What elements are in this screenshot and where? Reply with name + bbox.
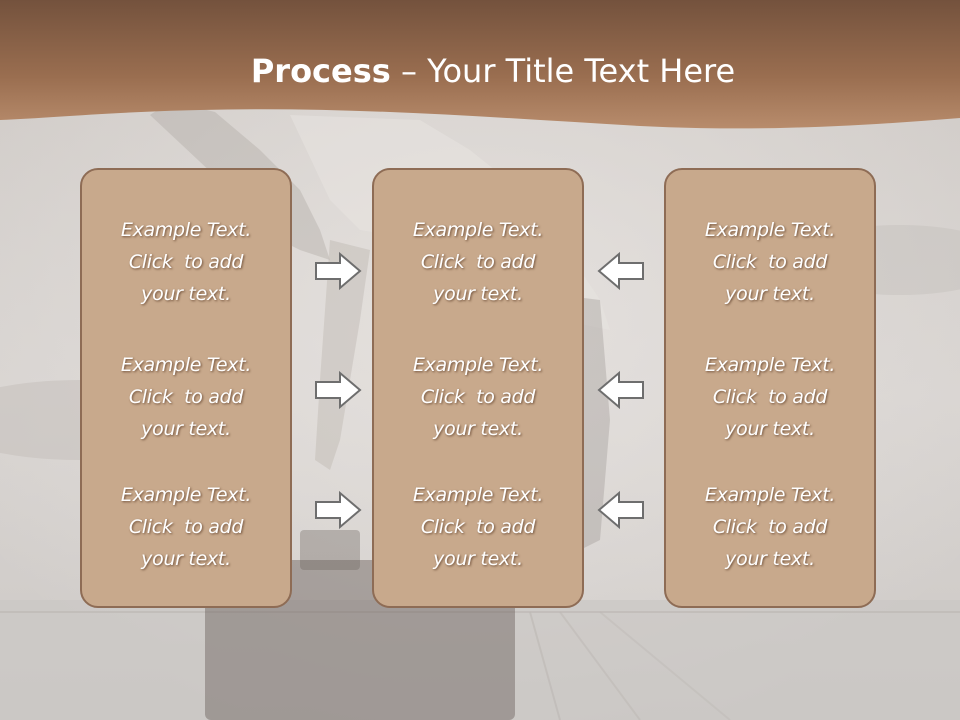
text-line: Example Text. [704,219,836,241]
text-line: your text. [141,548,231,570]
text-line: your text. [725,283,815,305]
text-line: Example Text. [120,484,252,506]
text-line: Click to add [420,386,536,408]
arrow-left-icon[interactable] [596,370,646,410]
header-band [0,0,960,129]
box-text-block[interactable]: Example Text. Click to add your text. [666,214,874,310]
text-line: Example Text. [412,484,544,506]
arrow-right-icon[interactable] [313,251,363,291]
process-box-left[interactable]: Example Text. Click to add your text. Ex… [80,168,292,608]
text-line: Example Text. [704,354,836,376]
box-text-block[interactable]: Example Text. Click to add your text. [666,349,874,445]
arrow-left-icon[interactable] [596,490,646,530]
text-line: Click to add [128,251,244,273]
box-text-block[interactable]: Example Text. Click to add your text. [374,214,582,310]
text-line: Example Text. [412,219,544,241]
text-line: Example Text. [120,354,252,376]
title-bold: Process [250,52,391,90]
text-line: Example Text. [704,484,836,506]
text-line: Click to add [128,386,244,408]
text-line: your text. [433,418,523,440]
box-text-block[interactable]: Example Text. Click to add your text. [374,479,582,575]
text-line: Click to add [128,516,244,538]
text-line: Click to add [712,516,828,538]
process-box-center[interactable]: Example Text. Click to add your text. Ex… [372,168,584,608]
box-text-block[interactable]: Example Text. Click to add your text. [374,349,582,445]
text-line: Example Text. [412,354,544,376]
box-text-block[interactable]: Example Text. Click to add your text. [82,214,290,310]
text-line: Example Text. [120,219,252,241]
arrow-right-icon[interactable] [313,370,363,410]
box-text-block[interactable]: Example Text. Click to add your text. [82,479,290,575]
text-line: Click to add [420,251,536,273]
title-rest: – Your Title Text Here [390,52,736,90]
text-line: your text. [725,548,815,570]
text-line: your text. [725,418,815,440]
arrow-right-icon[interactable] [313,490,363,530]
text-line: your text. [141,418,231,440]
slide-title[interactable]: Process – Your Title Text Here [0,52,960,90]
process-box-right[interactable]: Example Text. Click to add your text. Ex… [664,168,876,608]
text-line: your text. [433,283,523,305]
text-line: your text. [433,548,523,570]
box-text-block[interactable]: Example Text. Click to add your text. [82,349,290,445]
text-line: Click to add [712,386,828,408]
text-line: Click to add [420,516,536,538]
text-line: your text. [141,283,231,305]
text-line: Click to add [712,251,828,273]
arrow-left-icon[interactable] [596,251,646,291]
box-text-block[interactable]: Example Text. Click to add your text. [666,479,874,575]
